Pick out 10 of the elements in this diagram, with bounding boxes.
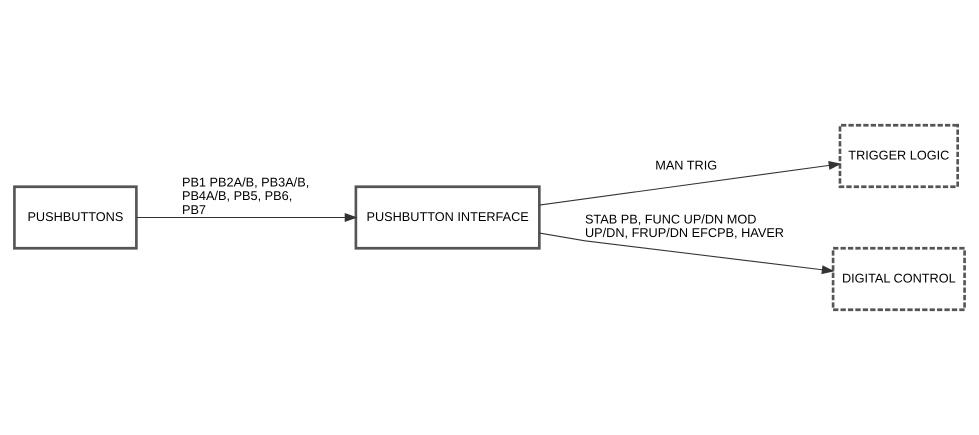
node-box: DIGITAL CONTROL (832, 246, 966, 312)
edge-label: MAN TRIG (655, 157, 718, 172)
edge-label: PB1 PB2A/B, PB3A/B, PB4A/B, PB5, PB6, PB7 (182, 174, 310, 217)
arrow (539, 161, 842, 206)
node-box: PUSHBUTTONS (13, 185, 138, 250)
arrow (136, 213, 358, 222)
edge-label: STAB PB, FUNC UP/DN MOD UP/DN, FRUP/DN EFCPB, HAVER (584, 211, 784, 240)
node-box: TRIGGER LOGIC (838, 124, 959, 188)
arrow (539, 232, 835, 274)
node-box: PUSHBUTTON INTERFACE (354, 185, 541, 250)
